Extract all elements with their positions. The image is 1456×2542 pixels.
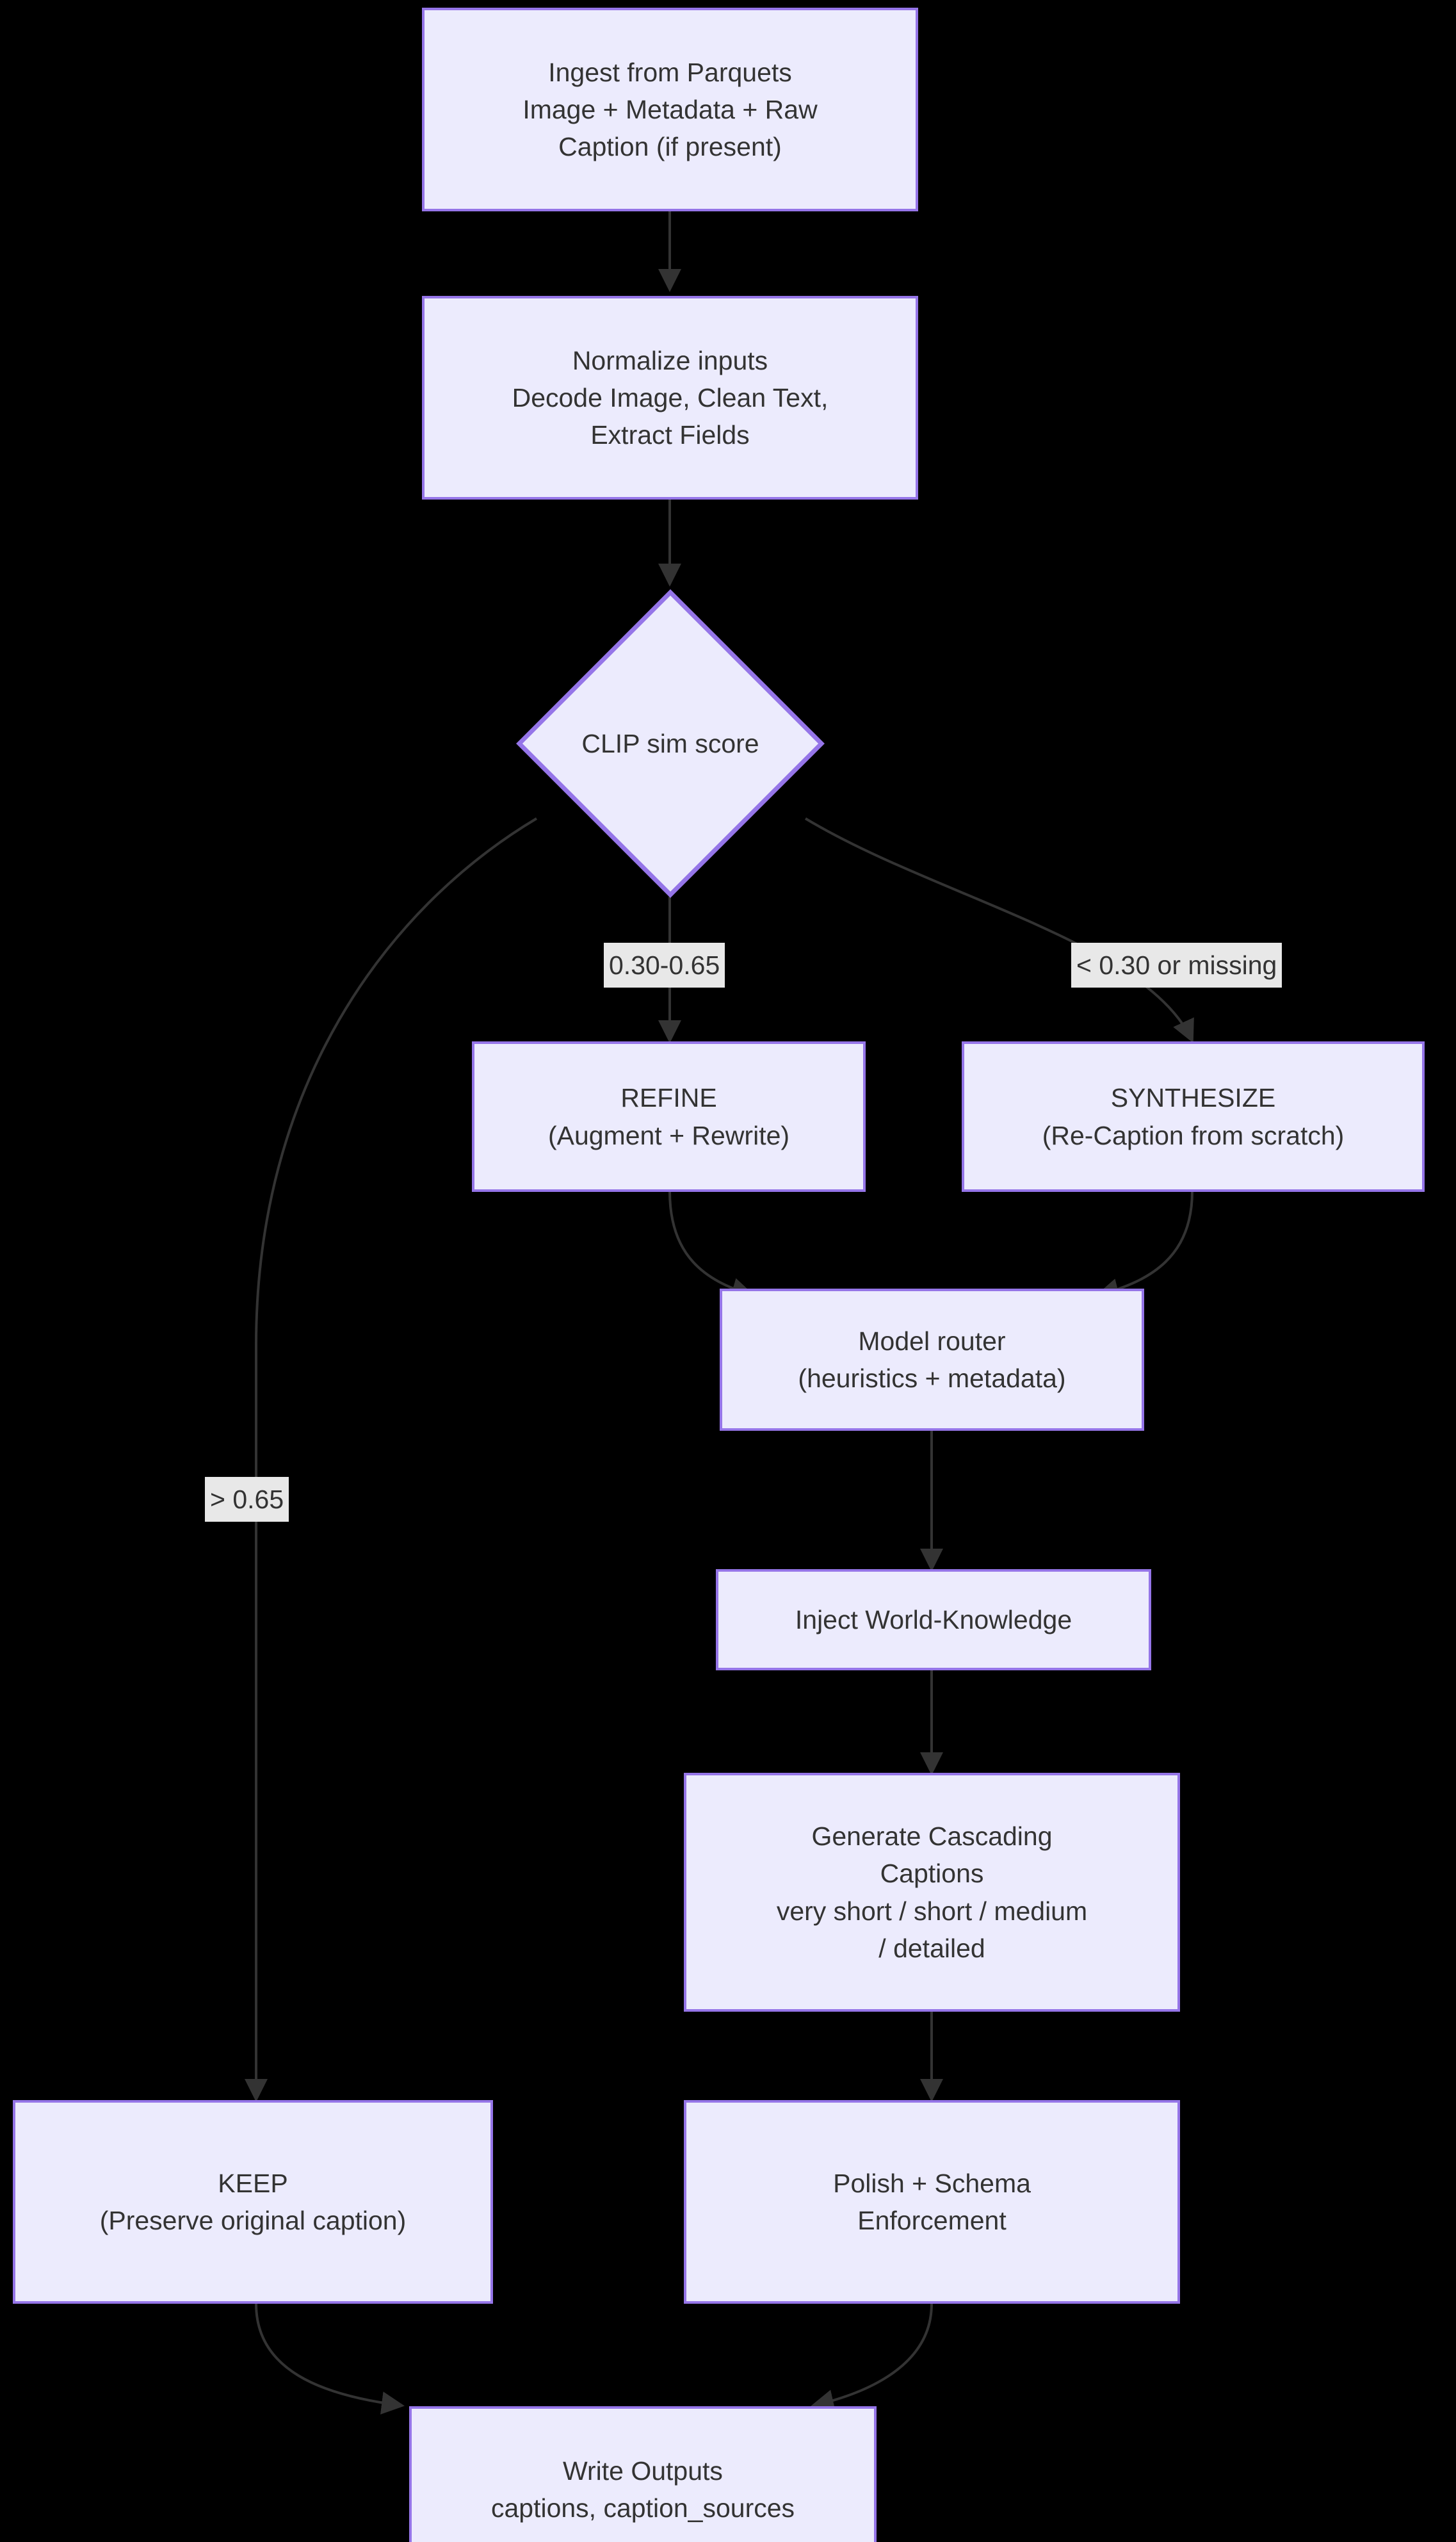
node-normalize-line-2: Decode Image, Clean Text, (512, 382, 829, 412)
node-clip-sim-score[interactable]: CLIP sim score (516, 589, 825, 898)
node-keep-line-2: (Preserve original caption) (99, 2206, 407, 2235)
node-normalize-inputs[interactable]: Normalize inputs Decode Image, Clean Tex… (422, 296, 918, 500)
node-ingest-line-3: Caption (if present) (558, 132, 782, 162)
node-router-line-1: Model router (858, 1326, 1006, 1356)
node-router-line-2: (heuristics + metadata) (798, 1364, 1066, 1393)
node-normalize-line-3: Extract Fields (590, 420, 750, 450)
node-write-line-1: Write Outputs (563, 2456, 723, 2486)
node-synthesize-line-1: SYNTHESIZE (1110, 1083, 1276, 1113)
node-refine-line-1: REFINE (620, 1083, 717, 1113)
node-write-line-2: captions, caption_sources (490, 2493, 795, 2523)
edge-label-mid-range: 0.30-0.65 (604, 943, 725, 988)
node-generate-line-4: / detailed (878, 1933, 985, 1963)
edge-clip-to-synthesize (804, 817, 1194, 1043)
node-write-outputs[interactable]: Write Outputs captions, caption_sources (409, 2406, 877, 2542)
node-keep[interactable]: KEEP (Preserve original caption) (13, 2100, 493, 2304)
node-generate-line-2: Captions (880, 1859, 984, 1889)
node-refine[interactable]: REFINE (Augment + Rewrite) (472, 1041, 866, 1192)
diamond-shape (516, 589, 825, 898)
edge-refine-to-router (668, 1191, 755, 1301)
node-synthesize[interactable]: SYNTHESIZE (Re-Caption from scratch) (962, 1041, 1425, 1192)
node-keep-line-1: KEEP (218, 2168, 288, 2198)
node-generate-line-1: Generate Cascading (811, 1821, 1053, 1852)
edge-keep-to-write (255, 2303, 405, 2415)
node-generate-line-3: very short / short / medium (776, 1896, 1088, 1926)
node-ingest-line-2: Image + Metadata + Raw (522, 94, 818, 124)
edge-label-high: > 0.65 (205, 1477, 289, 1522)
node-polish-schema-enforcement[interactable]: Polish + Schema Enforcement (684, 2100, 1180, 2304)
edge-label-low-or-missing: < 0.30 or missing (1071, 943, 1282, 988)
node-inject-line-1: Inject World-Knowledge (795, 1604, 1072, 1634)
node-model-router[interactable]: Model router (heuristics + metadata) (720, 1289, 1144, 1431)
node-ingest-from-parquets[interactable]: Ingest from Parquets Image + Metadata + … (422, 8, 918, 211)
node-generate-cascading-captions[interactable]: Generate Cascading Captions very short /… (684, 1773, 1180, 2012)
node-ingest-line-1: Ingest from Parquets (548, 57, 792, 87)
edge-clip-to-keep (245, 817, 538, 2102)
node-polish-line-2: Enforcement (857, 2206, 1007, 2235)
edge-synthesize-to-router (1096, 1191, 1193, 1301)
node-inject-world-knowledge[interactable]: Inject World-Knowledge (716, 1569, 1151, 1670)
edge-polish-to-write (811, 2303, 933, 2413)
node-refine-line-2: (Augment + Rewrite) (547, 1120, 790, 1150)
node-polish-line-1: Polish + Schema (833, 2168, 1031, 2198)
node-synthesize-line-2: (Re-Caption from scratch) (1042, 1120, 1345, 1150)
node-normalize-line-1: Normalize inputs (572, 345, 768, 375)
